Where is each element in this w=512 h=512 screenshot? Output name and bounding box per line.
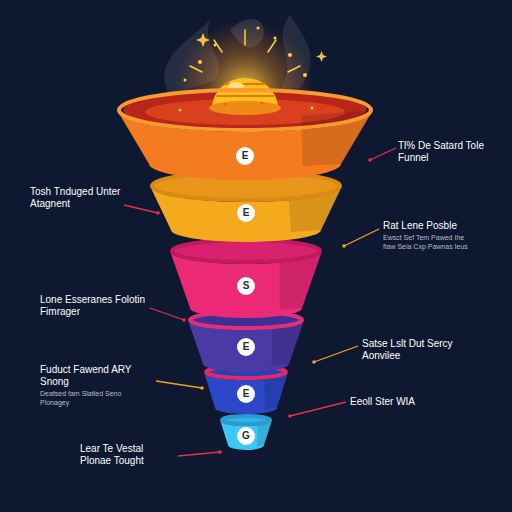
leader-lines — [124, 148, 396, 456]
star — [316, 51, 327, 62]
funnel-band: E — [188, 310, 304, 372]
callout-label: Rat Lene Posble — [383, 220, 493, 232]
band-letter: S — [243, 280, 250, 291]
band-letter: G — [242, 430, 250, 441]
callout-label: Eeoll Ster WIA — [350, 396, 460, 408]
letter-badge: E — [237, 385, 255, 403]
band-letter: E — [243, 341, 250, 352]
band-rim — [152, 172, 340, 200]
funnel-band: S — [170, 238, 322, 318]
callout-label: Tl% De Satard Tole Funnel — [398, 140, 494, 164]
band-rim — [206, 366, 286, 378]
band-rim — [119, 90, 371, 130]
band-body — [117, 110, 373, 180]
callout-label: Lone Esseranes Folotin Fimrager — [40, 294, 148, 318]
glowing-dome — [209, 101, 281, 115]
letter-badge: E — [236, 147, 254, 165]
band-shape — [117, 88, 373, 180]
star — [196, 33, 210, 47]
funnel-band: G — [220, 414, 272, 450]
band-letter: E — [242, 150, 249, 161]
callout-label: Satse Lslt Dut Sercy Aonvilee — [362, 338, 467, 362]
band-rim — [190, 312, 302, 328]
spark-rays — [190, 30, 300, 72]
callout-note: Ewsct Sef Tem Pawed Ihe flaw Seia Cxp Pa… — [383, 233, 475, 251]
callout-note: Deafsed fam Slatled Seno Plonagey — [40, 389, 136, 407]
callout-label: Lear Te Vestal Plonae Tought — [80, 443, 176, 467]
funnel-band: E — [150, 170, 342, 242]
band-rim — [222, 416, 270, 424]
letter-badge: G — [237, 427, 255, 445]
funnel-band: E — [117, 88, 373, 180]
band-letter: E — [243, 207, 250, 218]
band-letter: E — [243, 388, 250, 399]
letter-badge: S — [237, 277, 255, 295]
band-rim — [172, 240, 320, 262]
callout-label: Fuduct Fawend ARY Snong — [40, 364, 152, 388]
sparks — [179, 27, 314, 112]
callout-label: Tosh Tnduged Unter Atagnent — [30, 186, 122, 210]
